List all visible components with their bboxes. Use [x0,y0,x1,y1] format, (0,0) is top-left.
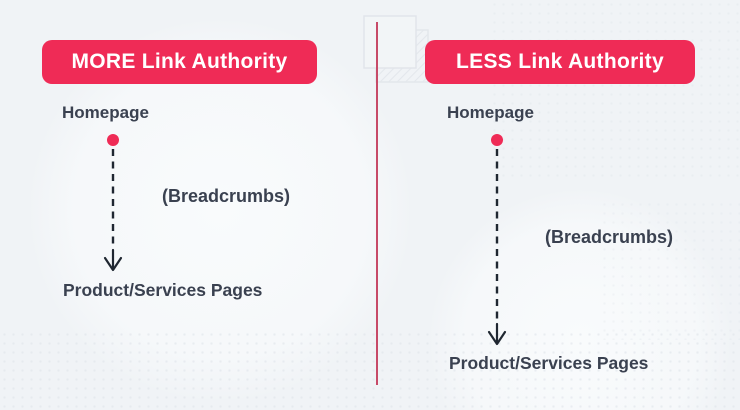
node-dot-icon [491,134,503,146]
halftone-pattern [490,0,740,180]
arrow-down-icon [487,149,507,346]
homepage-label-right: Homepage [447,103,534,122]
cube-icon [363,15,429,83]
breadcrumbs-annotation-left: (Breadcrumbs) [162,186,291,206]
node-dot-icon [107,134,119,146]
arrow-down-icon [103,149,123,272]
background-circle [430,190,730,410]
less-link-authority-banner: LESS Link Authority [425,40,695,84]
banner-label: MORE Link Authority [71,50,288,73]
more-link-authority-banner: MORE Link Authority [42,40,317,84]
vertical-divider [376,22,378,385]
product-services-label-right: Product/Services Pages [449,353,649,373]
product-services-label-left: Product/Services Pages [63,280,263,300]
breadcrumbs-annotation-right: (Breadcrumbs) [545,227,674,247]
homepage-label-left: Homepage [62,103,149,122]
banner-label: LESS Link Authority [456,50,664,73]
halftone-pattern [600,200,740,340]
